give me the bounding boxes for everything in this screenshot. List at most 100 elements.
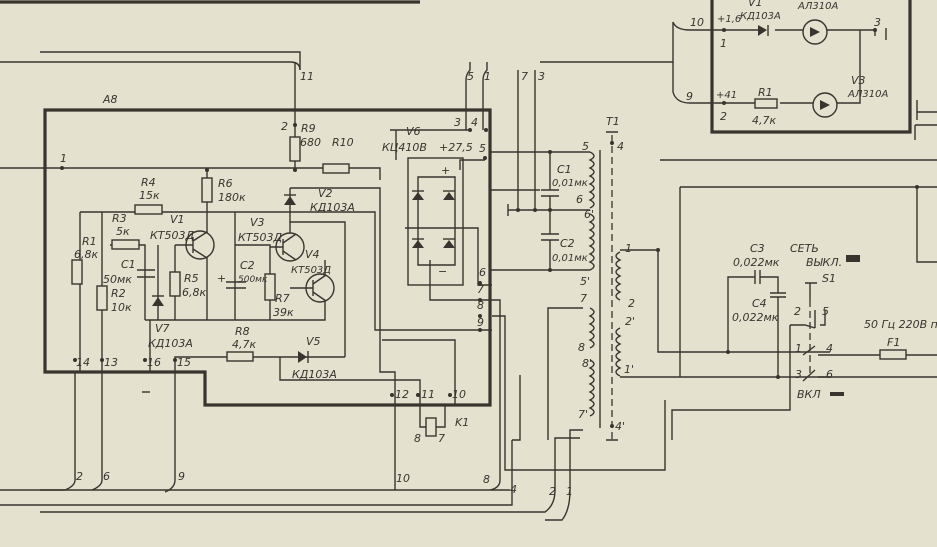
label-components-v1-ref: V1 [170,213,185,226]
label-components-v2-ref: V2 [318,187,333,200]
wire-label-3: 3 [538,70,545,83]
label-components-v4-value: КТ503Д [291,265,331,276]
bottom-wires: 2 6 9 10 8 4 2 1 [0,299,666,521]
label-mains-c4-ref: C4 [752,297,767,310]
label-components-c2-value: 500мк [238,275,268,285]
label-components-r7-value: 39к [273,306,294,319]
label-components-r3-value: 5к [116,225,130,238]
label-indicator-p3: 3 [874,16,881,29]
wire-label-7: 7 [521,70,528,83]
label-components-r8-ref: R8 [235,325,250,338]
label-components-v6-voltage: +27,5 [439,141,473,154]
label-bottom_wires-3: 10 [396,472,410,485]
indicator-block: 10 +1,6 1 V1 КД103А АЛ310А 3 9 +41 2 R1 … [540,0,937,140]
label-components-k1-pin_b: 7 [438,432,445,445]
label-components-v7-ref: V7 [155,322,170,335]
label-components-r4-value: 15к [139,189,160,202]
label-components-r10-ref: R10 [332,136,354,149]
label-components-r9-value: 680 [300,136,321,149]
label-components-r5-value: 6,8к [182,286,206,299]
label-indicator-v1-value: КД103А [740,11,781,22]
resistor-r6: R6 180к [201,177,246,204]
label-transformer-pins-p4: 4 [617,140,624,153]
label-transformer-pins-p8p: 8' [582,357,592,370]
resistor-r3: R3 5к [111,212,140,250]
label-block-pins-10: 11 [421,388,435,401]
label-components-v3-value: КТ503Д [238,231,283,244]
label-components-v6-value: КЦ410В [382,141,427,154]
label-components-r8-value: 4,7к [232,338,256,351]
label-transformer-pins-p5: 5 [582,140,589,153]
label-block-pins-9: 10 [452,388,466,401]
label-mains-switch-off: ВЫКЛ. [806,256,842,269]
label-block-pins-0: 1 [60,152,67,165]
label-indicator-v3-value: АЛ310А [847,89,888,100]
label-filter-c1-value: 0,01мк [552,178,588,189]
diode-v7: V7 КД103А [148,295,193,350]
label-indicator-p2: 2 [720,110,727,123]
label-components-r9-ref: R9 [301,122,316,135]
label-mains-switch-pins-0: 2 [794,305,801,318]
label-block-pins-12: 13 [104,356,118,369]
label-transformer-pins-p7: 7 [580,292,587,305]
label-mains-switch-pins-3: 4 [826,342,833,355]
label-transformer-pins-p5p: 5' [580,275,590,288]
label-components-v2-value: КД103А [310,201,355,214]
label-components-v7-value: КД103А [148,337,193,350]
label-mains-switch-pins-5: 6 [826,368,833,381]
label-bottom_wires-5: 4 [510,483,517,496]
wire-label-1: 1 [484,70,491,83]
label-transformer-pins-p1p: 1' [624,363,634,376]
label-components-v6-plus: + [441,164,450,177]
label-components-r2-value: 10к [111,301,132,314]
label-block-pins-15: 16 [147,356,161,369]
label-block-pins-14: 15 [177,356,191,369]
label-mains-c3-ref: C3 [750,242,765,255]
label-components-v6-ref: V6 [406,125,421,138]
mains-section: C3 0,022мк C4 0,022мк СЕТЬ ВЫКЛ. S1 2 5 … [656,159,937,440]
label-block-pins-5: 6 [479,266,486,279]
diode-v2: V2 КД103А [284,187,355,214]
relay-k1: K1 8 7 [414,405,469,445]
label-block-pins-2: 3 [454,116,461,129]
block-a8-label: A8 [102,93,118,106]
top-frame [0,0,420,71]
resistor-r7: R7 39к [264,273,294,319]
label-indicator-pin10: 10 [690,16,704,29]
label-filter-c2-value: 0,01мк [552,253,588,264]
label-mains-switch-pins-4: 3 [795,368,802,381]
capacitor-c1: C1 50мк [103,258,155,286]
label-bottom_wires-7: 1 [566,485,573,498]
label-block-pins-8: 9 [477,316,484,329]
diode-v5: V5 КД103А [292,335,337,381]
transistor-v1: V1 КТ503Д [150,213,215,260]
label-indicator-v1: +1,6 [717,14,741,25]
label-components-r6-value: 180к [218,191,246,204]
label-mains-switch-pins-2: 1 [795,342,802,355]
label-components-c2-ref: C2 [240,259,255,272]
label-components-r3-ref: R3 [112,212,127,225]
label-bottom_wires-4: 8 [483,473,490,486]
label-transformer-pins-p2p: 2' [625,315,635,328]
label-bottom_wires-1: 6 [103,470,110,483]
wire-label-5: 5 [467,70,474,83]
label-components-k1-ref: K1 [455,416,469,429]
label-mains-switch-ref: S1 [822,272,836,285]
label-transformer-pins-p2: 2 [628,297,635,310]
label-block-pins-3: 4 [471,116,478,129]
label-components-v5-ref: V5 [306,335,321,348]
resistor-r5: R5 6,8к [169,271,206,299]
label-transformer-pins-p4p: 4' [615,420,625,433]
transformer-t1: T1 4 4' 5 6 6' 5' 7 8 8' 7' 1 2 2' 1' [547,115,830,441]
wire-label-11: 11 [300,70,314,83]
label-components-v3-ref: V3 [250,216,265,229]
label-mains-switch-label_top: СЕТЬ [790,242,819,255]
label-components-r1-value: 6,8к [74,248,98,261]
diode-bridge-v6: V6 КЦ410В +27,5 + − [382,125,473,286]
transistor-v3: V3 КТ503Д [238,216,305,262]
label-components-k1-pin_a: 8 [414,432,421,445]
label-block-pins-13: 14 [76,356,90,369]
label-transformer-pins-p1: 1 [625,242,632,255]
label-block-pins-4: 5 [479,142,486,155]
